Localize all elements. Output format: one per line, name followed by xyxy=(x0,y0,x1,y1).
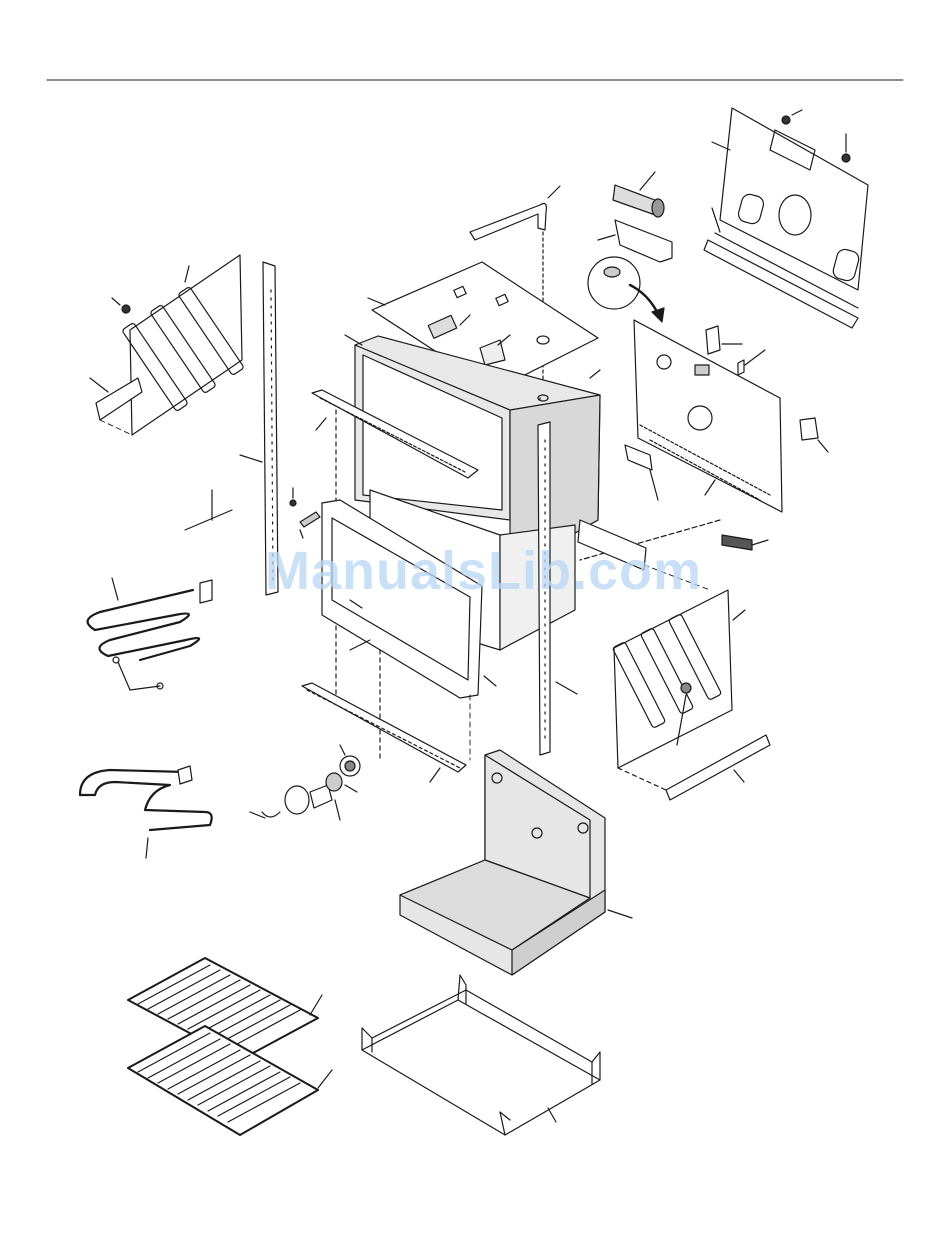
sensor xyxy=(290,488,320,538)
element-bracket xyxy=(598,220,672,262)
bake-element xyxy=(88,578,212,690)
bottom-tray xyxy=(362,975,600,1135)
thermostat-bulb xyxy=(588,257,664,322)
side-channel-right xyxy=(578,520,646,570)
side-panel-right xyxy=(612,590,745,768)
rack-lower xyxy=(128,1026,332,1135)
lower-front-trim xyxy=(302,683,466,782)
broil-element xyxy=(80,766,212,858)
base-support xyxy=(400,750,632,975)
lamp-assembly xyxy=(250,745,360,820)
wire-lead xyxy=(185,490,232,530)
side-panel-left xyxy=(112,255,244,435)
side-trim-left xyxy=(240,262,278,595)
blower-motor xyxy=(613,172,664,217)
